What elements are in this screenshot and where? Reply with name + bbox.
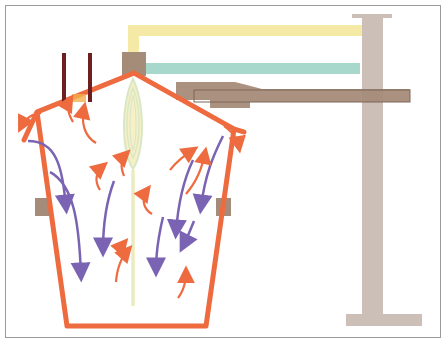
- yellow-supply-pipe: [128, 25, 366, 36]
- down-flow-arrow: [93, 180, 116, 258]
- up-flow-arrow: [177, 265, 195, 299]
- up-flow-arrow: [18, 111, 42, 133]
- left-rod-1: [62, 53, 66, 102]
- down-flow-arrow: [49, 170, 91, 283]
- central-jet-core: [129, 94, 137, 152]
- stand-column: [362, 17, 383, 317]
- stand-cap: [352, 14, 392, 18]
- up-flow-arrow: [114, 245, 133, 283]
- up-flow-arrow: [169, 146, 199, 171]
- up-flow-arrow: [73, 101, 97, 144]
- down-flow-arrow: [146, 216, 167, 278]
- vessel-right-lip: [231, 126, 247, 135]
- down-flow-arrow: [166, 159, 195, 240]
- up-flow-arrow: [112, 149, 131, 177]
- central-jet-inner: [126, 85, 140, 160]
- up-flow-arrow: [56, 94, 74, 123]
- up-flow-arrow: [133, 184, 153, 215]
- rod-glow: [72, 94, 86, 102]
- stand-base: [346, 314, 422, 326]
- up-flow-arrow: [223, 125, 246, 154]
- teal-supply-pipe: [143, 63, 360, 74]
- vessel-wall: [34, 70, 237, 329]
- lance-arm-outline: [193, 89, 411, 103]
- left-trunnion: [35, 198, 50, 216]
- left-rod-2: [88, 53, 92, 102]
- down-flow-arrow: [27, 139, 75, 215]
- yellow-supply-pipe-drop: [128, 25, 139, 56]
- up-flow-arrow: [185, 146, 212, 195]
- up-flow-arrow: [88, 161, 109, 191]
- down-flow-arrow: [179, 220, 198, 253]
- down-flow-arrow: [192, 135, 225, 215]
